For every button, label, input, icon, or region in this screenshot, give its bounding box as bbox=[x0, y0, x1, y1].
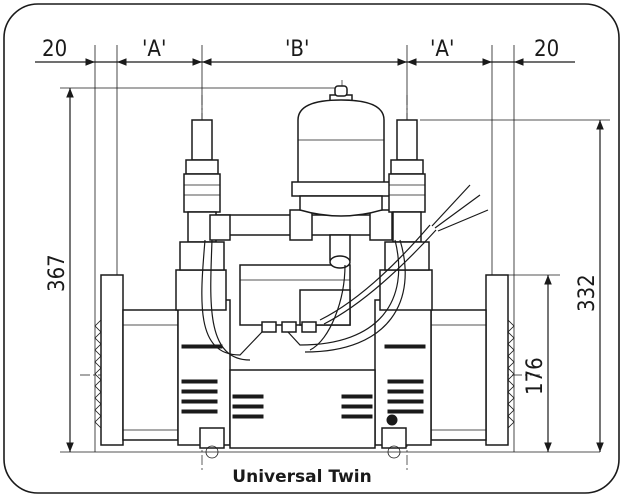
control-box bbox=[239, 264, 351, 333]
accumulator-vessel bbox=[291, 85, 391, 217]
manifold bbox=[214, 209, 396, 269]
dim-body-height: 332 bbox=[575, 274, 600, 312]
dim-overall-height: 367 bbox=[45, 254, 70, 292]
right-motor bbox=[374, 269, 515, 459]
dim-b: 'B' bbox=[285, 37, 309, 62]
pump-drawing bbox=[80, 80, 540, 470]
right-valve-stack bbox=[384, 119, 430, 271]
horizontal-dimension-chain: 20 'A' 'B' 'A' 20 bbox=[35, 37, 575, 452]
dim-a-right: 'A' bbox=[430, 37, 454, 62]
drawing-caption: Universal Twin bbox=[232, 467, 371, 487]
dim-a-left: 'A' bbox=[142, 37, 166, 62]
left-motor bbox=[94, 269, 231, 459]
dim-right-margin: 20 bbox=[534, 37, 559, 62]
vertical-dimensions: 367 332 176 bbox=[45, 87, 610, 453]
cables bbox=[201, 184, 489, 361]
center-housing bbox=[229, 369, 376, 449]
left-valve-stack bbox=[179, 119, 231, 271]
dim-port-height: 176 bbox=[523, 357, 548, 395]
drawing-frame bbox=[3, 3, 620, 494]
dim-left-margin: 20 bbox=[42, 37, 67, 62]
